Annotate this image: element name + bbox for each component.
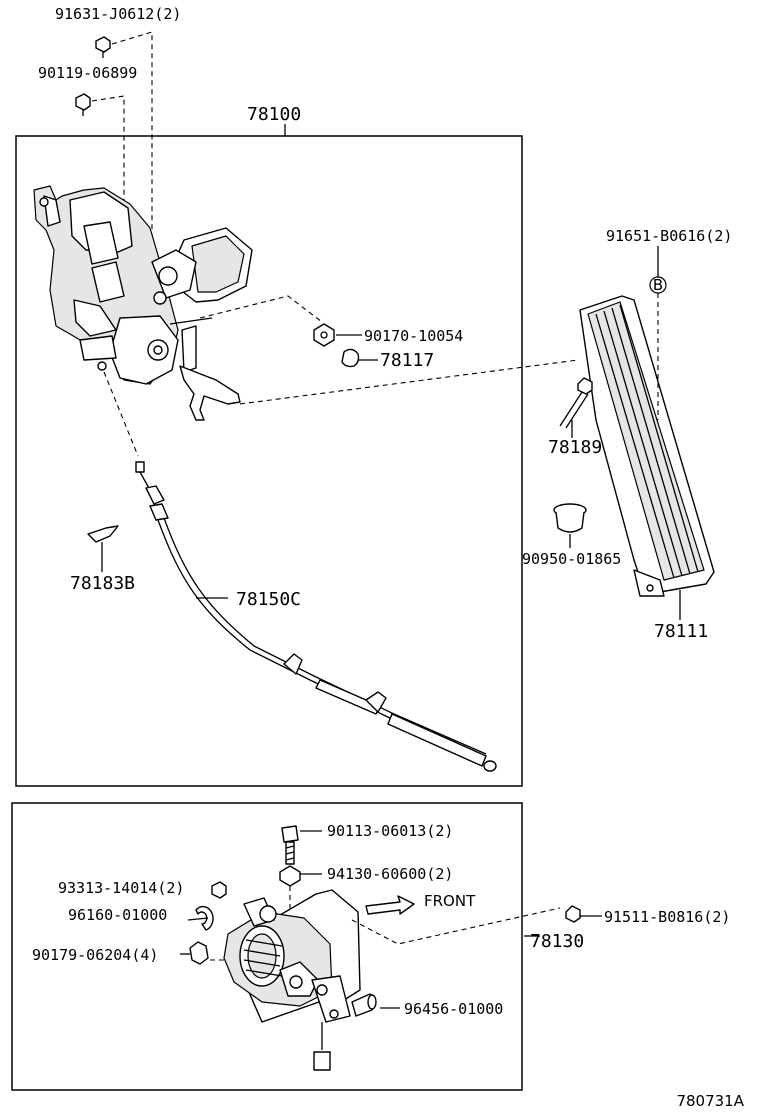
label-78150C: 78150C bbox=[236, 589, 301, 610]
label-78117: 78117 bbox=[380, 350, 434, 371]
label-90170: 90170-10054 bbox=[364, 327, 463, 345]
pin-96456-icon bbox=[351, 993, 377, 1017]
marker-b: B bbox=[653, 276, 663, 294]
label-90113: 90113-06013(2) bbox=[327, 822, 453, 840]
label-90119: 90119-06899 bbox=[38, 64, 137, 82]
label-78130: 78130 bbox=[530, 931, 584, 952]
stopper-bolt-78189-icon bbox=[559, 377, 593, 429]
clip-78183B-icon bbox=[87, 525, 119, 543]
label-94130: 94130-60600(2) bbox=[327, 865, 453, 883]
label-90179: 90179-06204(4) bbox=[32, 946, 158, 964]
label-96456: 96456-01000 bbox=[404, 1000, 503, 1018]
label-91631: 91631-J0612(2) bbox=[55, 5, 181, 23]
bolt-90119-icon bbox=[75, 93, 91, 116]
washer-94130-icon bbox=[279, 865, 301, 887]
label-front: FRONT bbox=[424, 892, 476, 910]
cable-78150C bbox=[135, 461, 497, 772]
label-90950: 90950-01865 bbox=[522, 550, 621, 568]
bolt-93313-icon bbox=[211, 881, 227, 899]
nut-90170-icon bbox=[313, 323, 335, 347]
label-93313: 93313-14014(2) bbox=[58, 879, 184, 897]
clip-96160-icon bbox=[195, 905, 214, 931]
cushion-90950-icon bbox=[553, 503, 587, 533]
label-78183B: 78183B bbox=[70, 573, 135, 594]
bracket-assembly-78100 bbox=[33, 185, 253, 421]
throttle-link-bracket-78130 bbox=[223, 889, 361, 1071]
bolt-90113-icon bbox=[281, 825, 299, 865]
clip-78117-icon bbox=[341, 348, 360, 368]
front-arrow-icon bbox=[365, 895, 415, 915]
label-78189: 78189 bbox=[548, 437, 602, 458]
accelerator-pedal-78111 bbox=[579, 295, 715, 597]
upper-assembly-frame bbox=[15, 135, 523, 787]
bolt-91631-icon bbox=[95, 36, 111, 58]
bolt-91511-icon bbox=[565, 905, 581, 923]
lower-assembly-frame bbox=[11, 802, 523, 1091]
nut-90179-icon bbox=[189, 941, 209, 965]
label-96160: 96160-01000 bbox=[68, 906, 167, 924]
label-78100: 78100 bbox=[247, 104, 301, 125]
label-91651: 91651-B0616(2) bbox=[606, 227, 732, 245]
label-78111: 78111 bbox=[654, 621, 708, 642]
label-91511: 91511-B0816(2) bbox=[604, 908, 730, 926]
diagram-reference: 780731A bbox=[676, 1092, 744, 1110]
